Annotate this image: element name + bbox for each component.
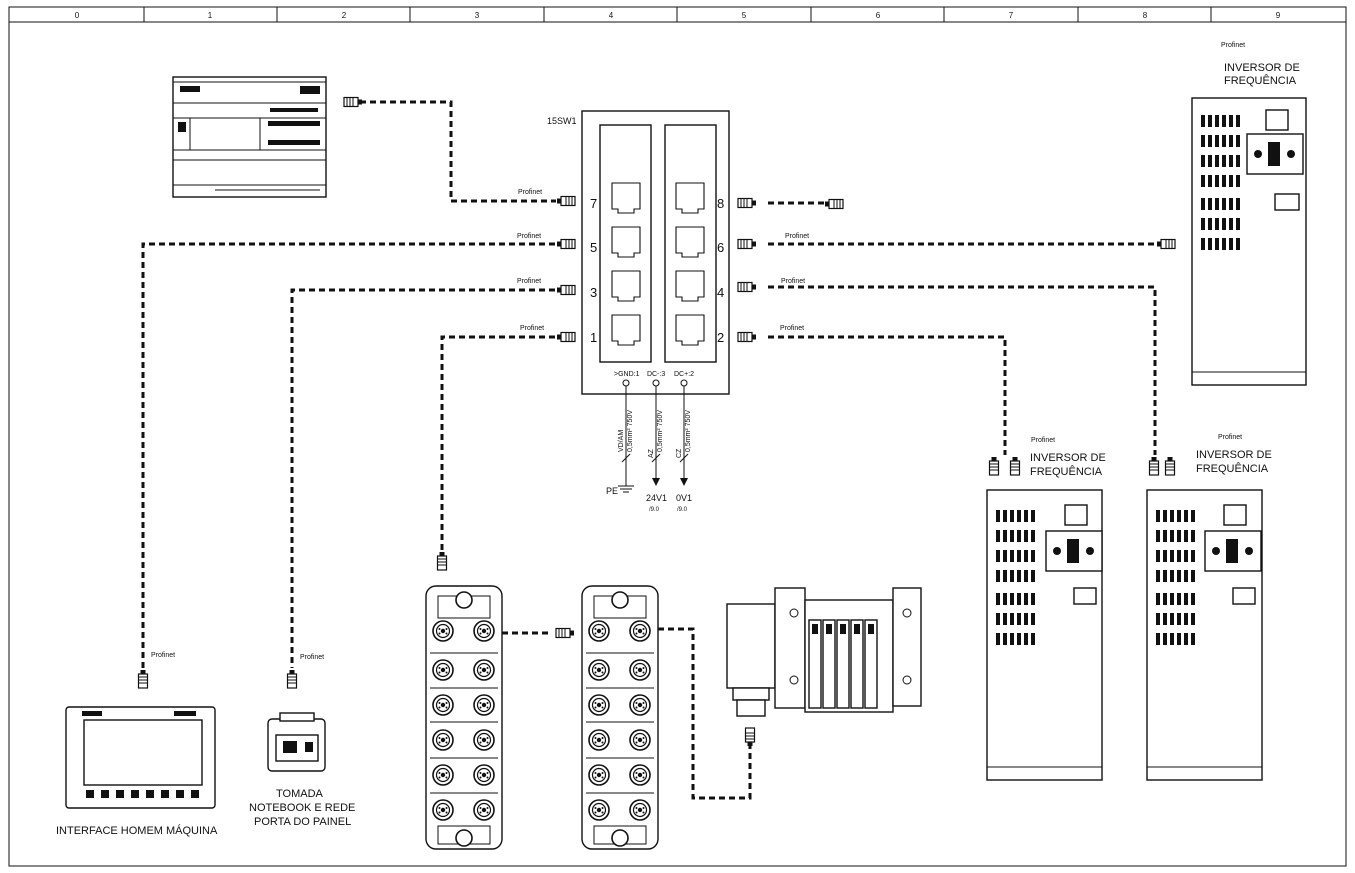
device-label: INVERSOR DE	[1030, 452, 1106, 464]
frequency-inverter-middle: INVERSOR DE FREQUÊNCIA	[986, 452, 1106, 781]
column-number: 4	[609, 11, 614, 20]
ethernet-switch: 15SW1 7 5 3 1 8 6 4 2 >GND:1 DC-:3 DC+:2	[547, 110, 730, 395]
wire-code: VD/AM	[618, 430, 625, 452]
device-label: INVERSOR DE	[1196, 449, 1272, 461]
device-label: FREQUÊNCIA	[1030, 465, 1103, 478]
profinet-label: Profinet	[780, 325, 804, 332]
port-number: 3	[590, 285, 597, 300]
profinet-label: Profinet	[1221, 42, 1245, 49]
io-module-1	[425, 585, 503, 850]
socket-label: NOTEBOOK E REDE	[249, 802, 355, 814]
column-number: 1	[208, 11, 213, 20]
profinet-cables	[141, 100, 1157, 800]
column-number: 3	[475, 11, 480, 20]
profinet-label: Profinet	[781, 278, 805, 285]
column-number: 5	[742, 11, 747, 20]
port-number: 6	[717, 240, 724, 255]
profinet-label: Profinet	[1031, 437, 1055, 444]
wire-code: AZ	[648, 448, 655, 458]
page-ref: /9.0	[649, 507, 660, 513]
column-number: 2	[342, 11, 347, 20]
terminal-label: DC-:3	[647, 371, 665, 378]
port-number: 4	[717, 285, 724, 300]
wire-code: CZ	[676, 448, 683, 458]
profinet-label: Profinet	[785, 233, 809, 240]
supply-label: 24V1	[646, 493, 667, 503]
hmi-panel: INTERFACE HOMEM MÁQUINA	[56, 706, 218, 837]
profinet-label: Profinet	[517, 233, 541, 240]
pe-label: PE	[606, 486, 618, 496]
device-label: INVERSOR DE	[1224, 62, 1300, 74]
port-number: 5	[590, 240, 597, 255]
terminal-label: >GND:1	[614, 371, 640, 378]
frequency-inverter-right: INVERSOR DE FREQUÊNCIA	[1146, 449, 1272, 781]
supply-label: 0V1	[676, 493, 692, 503]
io-module-2	[581, 585, 659, 850]
switch-tag: 15SW1	[547, 116, 577, 126]
column-number: 9	[1276, 11, 1281, 20]
terminal-label: DC+:2	[674, 371, 694, 378]
port-number: 2	[717, 330, 724, 345]
column-number: 6	[876, 11, 881, 20]
port-number: 8	[717, 196, 724, 211]
plc-controller	[172, 76, 327, 198]
profinet-labels: Profinet Profinet Profinet Profinet Prof…	[151, 42, 1245, 661]
hmi-label: INTERFACE HOMEM MÁQUINA	[56, 824, 218, 837]
device-label: FREQUÊNCIA	[1196, 462, 1269, 475]
wire-spec: 0,5mm² 750V	[627, 410, 634, 452]
wire-spec: 0,5mm² 750V	[657, 410, 664, 452]
socket-label: TOMADA	[276, 788, 324, 800]
column-number: 0	[75, 11, 80, 20]
valve-terminal	[726, 587, 922, 717]
port-number: 7	[590, 196, 597, 211]
profinet-label: Profinet	[520, 325, 544, 332]
device-label: FREQUÊNCIA	[1224, 74, 1297, 87]
socket-label: PORTA DO PAINEL	[254, 816, 351, 828]
column-number: 8	[1143, 11, 1148, 20]
column-number: 7	[1009, 11, 1014, 20]
profinet-label: Profinet	[300, 654, 324, 661]
power-wiring: VD/AM 0,5mm² 750V AZ 0,5mm² 750V CZ 0,5m…	[606, 386, 692, 513]
frequency-inverter-top: INVERSOR DE FREQUÊNCIA	[1191, 62, 1307, 386]
column-grid: 0 1 2 3 4 5 6 7 8 9	[8, 6, 1347, 867]
service-socket: TOMADA NOTEBOOK E REDE PORTA DO PAINEL	[249, 712, 355, 828]
profinet-label: Profinet	[151, 652, 175, 659]
profinet-label: Profinet	[517, 278, 541, 285]
wire-spec: 0,5mm² 750V	[685, 410, 692, 452]
profinet-label: Profinet	[1218, 434, 1242, 441]
profinet-label: Profinet	[518, 189, 542, 196]
port-number: 1	[590, 330, 597, 345]
page-ref: /9.0	[677, 507, 688, 513]
